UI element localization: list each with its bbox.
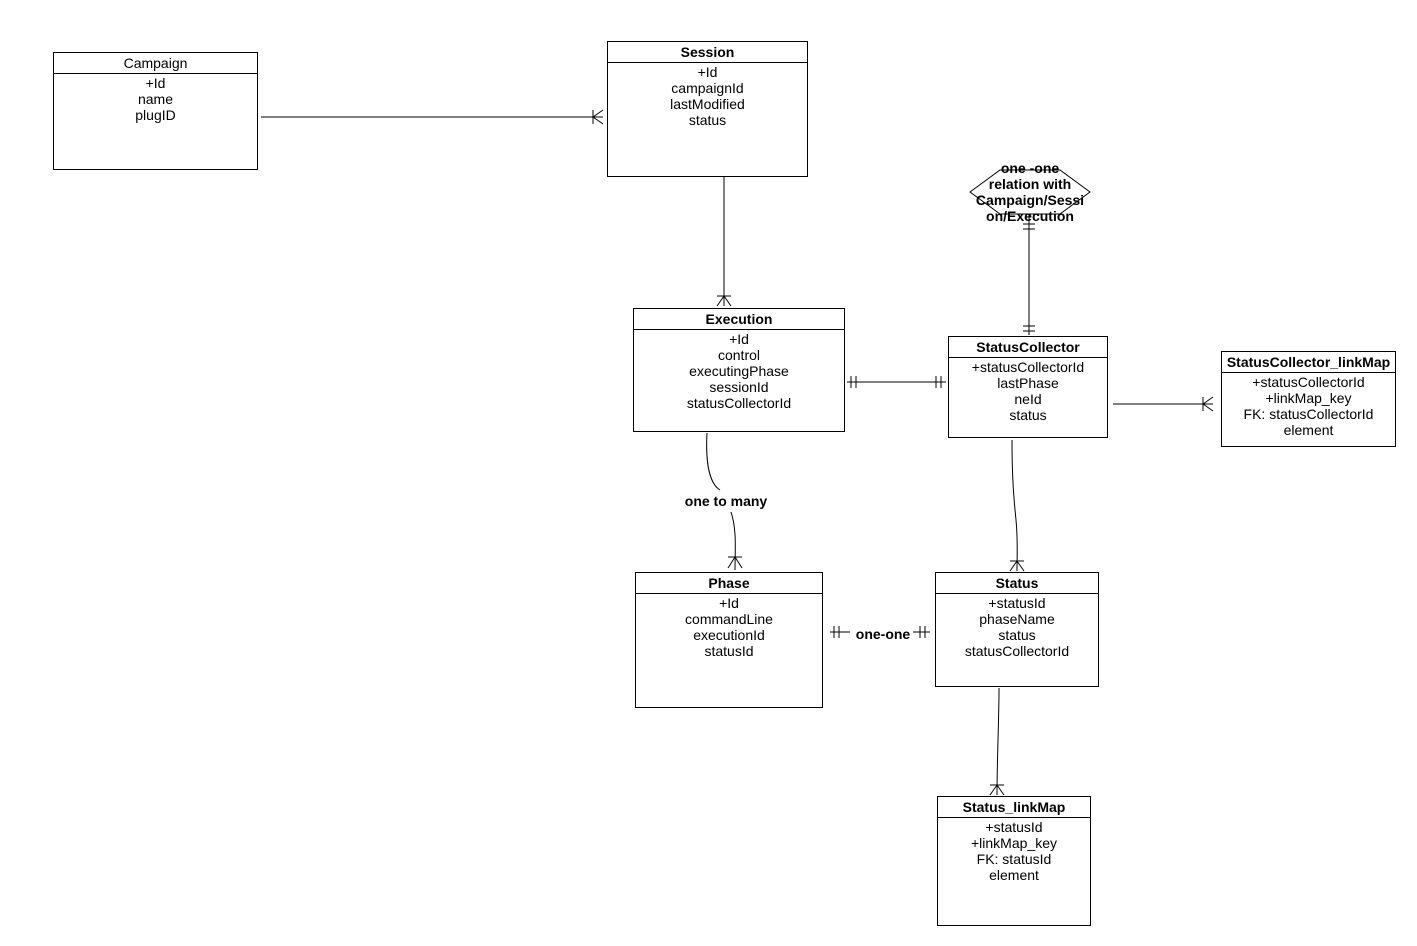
field: status: [688, 112, 727, 128]
field: +Id: [719, 595, 739, 611]
field: plugID: [135, 107, 176, 123]
field: lastModified: [670, 96, 745, 112]
entity-statuscollector-title: StatusCollector: [949, 337, 1107, 358]
entity-campaign-title: Campaign: [54, 53, 257, 74]
field: +Id: [697, 64, 718, 80]
entity-statuscollector[interactable]: StatusCollector +statusCollectorId lastP…: [948, 336, 1108, 438]
field: +Id: [729, 331, 749, 347]
label-one-one: one-one: [855, 626, 911, 642]
field: FK: statusId: [976, 851, 1052, 867]
field: element: [1283, 422, 1334, 438]
field: +statusCollectorId: [1252, 374, 1365, 390]
entity-status-linkmap-title: Status_linkMap: [938, 797, 1090, 818]
connector-execution-statuscollector: [847, 376, 946, 388]
field: status: [1009, 407, 1047, 423]
entity-status-title: Status: [936, 573, 1098, 594]
connector-execution-phase: [706, 432, 743, 571]
connector-phase-status: [830, 626, 930, 638]
connector-note-statuscollector: [1023, 214, 1035, 335]
entity-phase-title: Phase: [636, 573, 822, 594]
field: status: [998, 627, 1036, 643]
note-hexagon: [969, 169, 1091, 215]
entity-execution[interactable]: Execution +Id control executingPhase ses…: [633, 308, 845, 432]
connector-campaign-session: [261, 109, 604, 125]
field: +linkMap_key: [1265, 390, 1352, 406]
field: executingPhase: [689, 363, 789, 379]
entity-statuscollector-linkmap-title: StatusCollector_linkMap: [1222, 352, 1395, 373]
note-line: one -one: [1000, 160, 1060, 176]
field: control: [717, 347, 761, 363]
field: +statusId: [985, 819, 1043, 835]
entity-phase[interactable]: Phase +Id commandLine executionId status…: [635, 572, 823, 708]
field: sessionId: [709, 379, 769, 395]
field: executionId: [693, 627, 765, 643]
field: commandLine: [685, 611, 773, 627]
field: +statusCollectorId: [971, 359, 1085, 375]
entity-session[interactable]: Session +Id campaignId lastModified stat…: [607, 41, 808, 177]
note-line: on/Execution: [986, 208, 1074, 224]
field: statusCollectorId: [964, 643, 1070, 659]
note-line: relation with: [988, 176, 1072, 192]
field: +linkMap_key: [971, 835, 1057, 851]
entity-status[interactable]: Status +statusId phaseName status status…: [935, 572, 1099, 687]
connector-statuscollector-status: [1009, 439, 1025, 572]
entity-status-linkmap[interactable]: Status_linkMap +statusId +linkMap_key FK…: [937, 796, 1091, 926]
entity-statuscollector-linkmap[interactable]: StatusCollector_linkMap +statusCollector…: [1221, 351, 1396, 447]
entity-campaign[interactable]: Campaign +Id name plugID: [53, 52, 258, 170]
field: statusId: [704, 643, 754, 659]
connector-status-linkmap: [989, 687, 1005, 796]
entity-execution-title: Execution: [634, 309, 844, 330]
label-one-to-many: one to many: [684, 493, 768, 509]
note-line: Campaign/Sessi: [975, 192, 1085, 208]
field: +statusId: [988, 595, 1046, 611]
connector-session-execution: [716, 174, 732, 307]
note-text: one -one relation with Campaign/Sessi on…: [965, 160, 1095, 224]
field: phaseName: [979, 611, 1055, 627]
entity-session-title: Session: [608, 42, 807, 63]
field: +Id: [145, 75, 166, 91]
field: element: [989, 867, 1039, 883]
connector-statuscollector-linkmap: [1113, 396, 1214, 412]
field: lastPhase: [997, 375, 1059, 391]
field: name: [137, 91, 174, 107]
field: campaignId: [671, 80, 744, 96]
field: FK: statusCollectorId: [1243, 406, 1374, 422]
field: statusCollectorId: [686, 395, 792, 411]
field: neId: [1014, 391, 1042, 407]
